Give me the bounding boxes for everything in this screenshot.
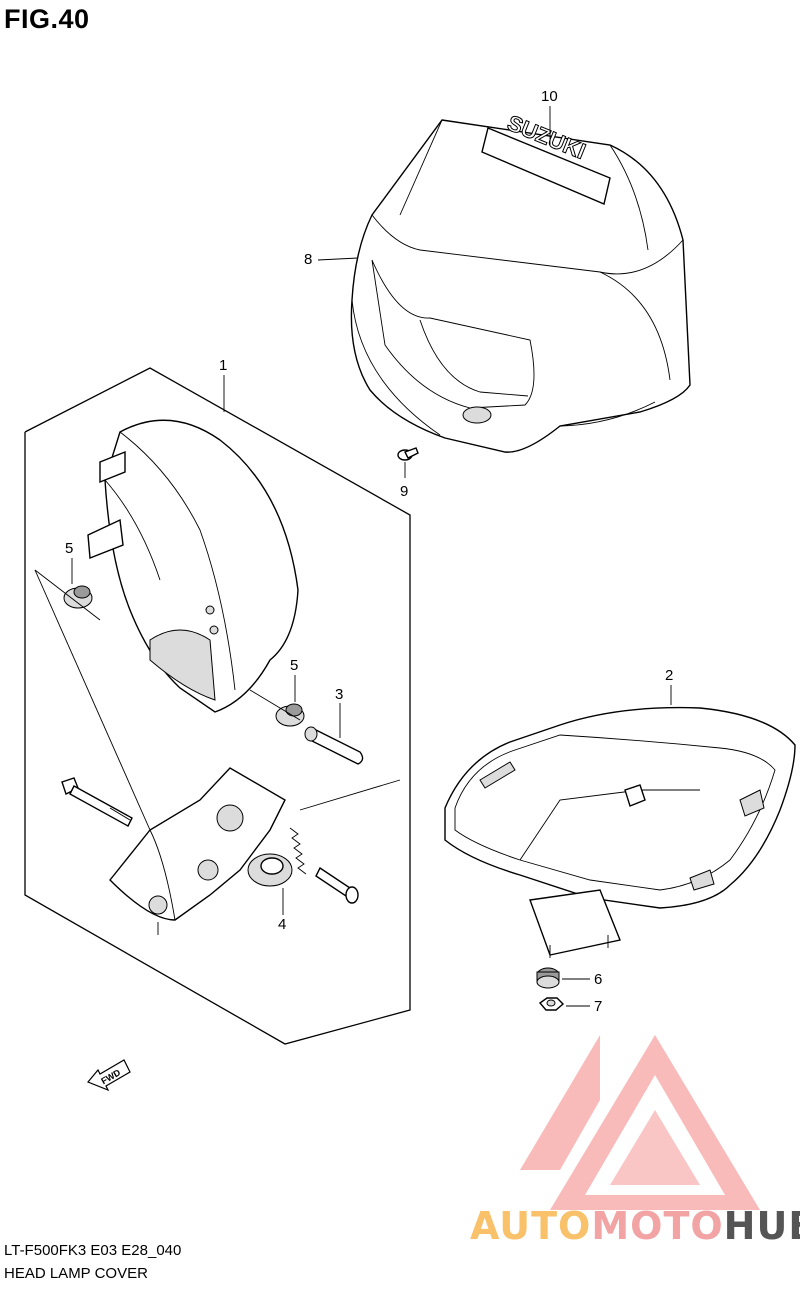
section-name: HEAD LAMP COVER [4,1265,148,1282]
callout-1: 1 [219,357,228,374]
suzuki-decal [481,127,611,205]
callout-3: 3 [335,686,344,703]
callout-4: 4 [278,916,287,933]
spring-screw [289,827,359,904]
grommet-5-upper [63,585,93,609]
long-bolt [61,777,133,827]
watermark-text: AUTOMOTOHUB [470,1204,800,1248]
callout-10: 10 [541,88,558,105]
headlamp-bracket [109,767,286,935]
collar-3 [304,726,364,765]
callout-6: 6 [594,971,603,988]
model-code: LT-F500FK3 E03 E28_040 [4,1242,182,1259]
figure-title: FIG.40 [4,4,90,34]
rubber-mount-6 [536,967,560,989]
callout-9: 9 [400,483,409,500]
grommet-5-lower [275,703,305,727]
washer-4 [247,853,293,887]
callout-2: 2 [665,667,674,684]
nut-7 [538,997,565,1011]
headlamp-shell [87,419,299,713]
fwd-arrow: FWD [87,1059,131,1092]
watermark-logo [520,1035,760,1210]
screw-9 [397,447,419,478]
head-lamp-cover: SUZUKI [350,110,691,453]
assembly-frame [24,367,411,1045]
headlamp-case [444,706,796,958]
callout-7: 7 [594,998,603,1015]
callout-5-upper: 5 [65,540,74,557]
callout-8: 8 [304,251,313,268]
callout-5-lower: 5 [290,657,299,674]
